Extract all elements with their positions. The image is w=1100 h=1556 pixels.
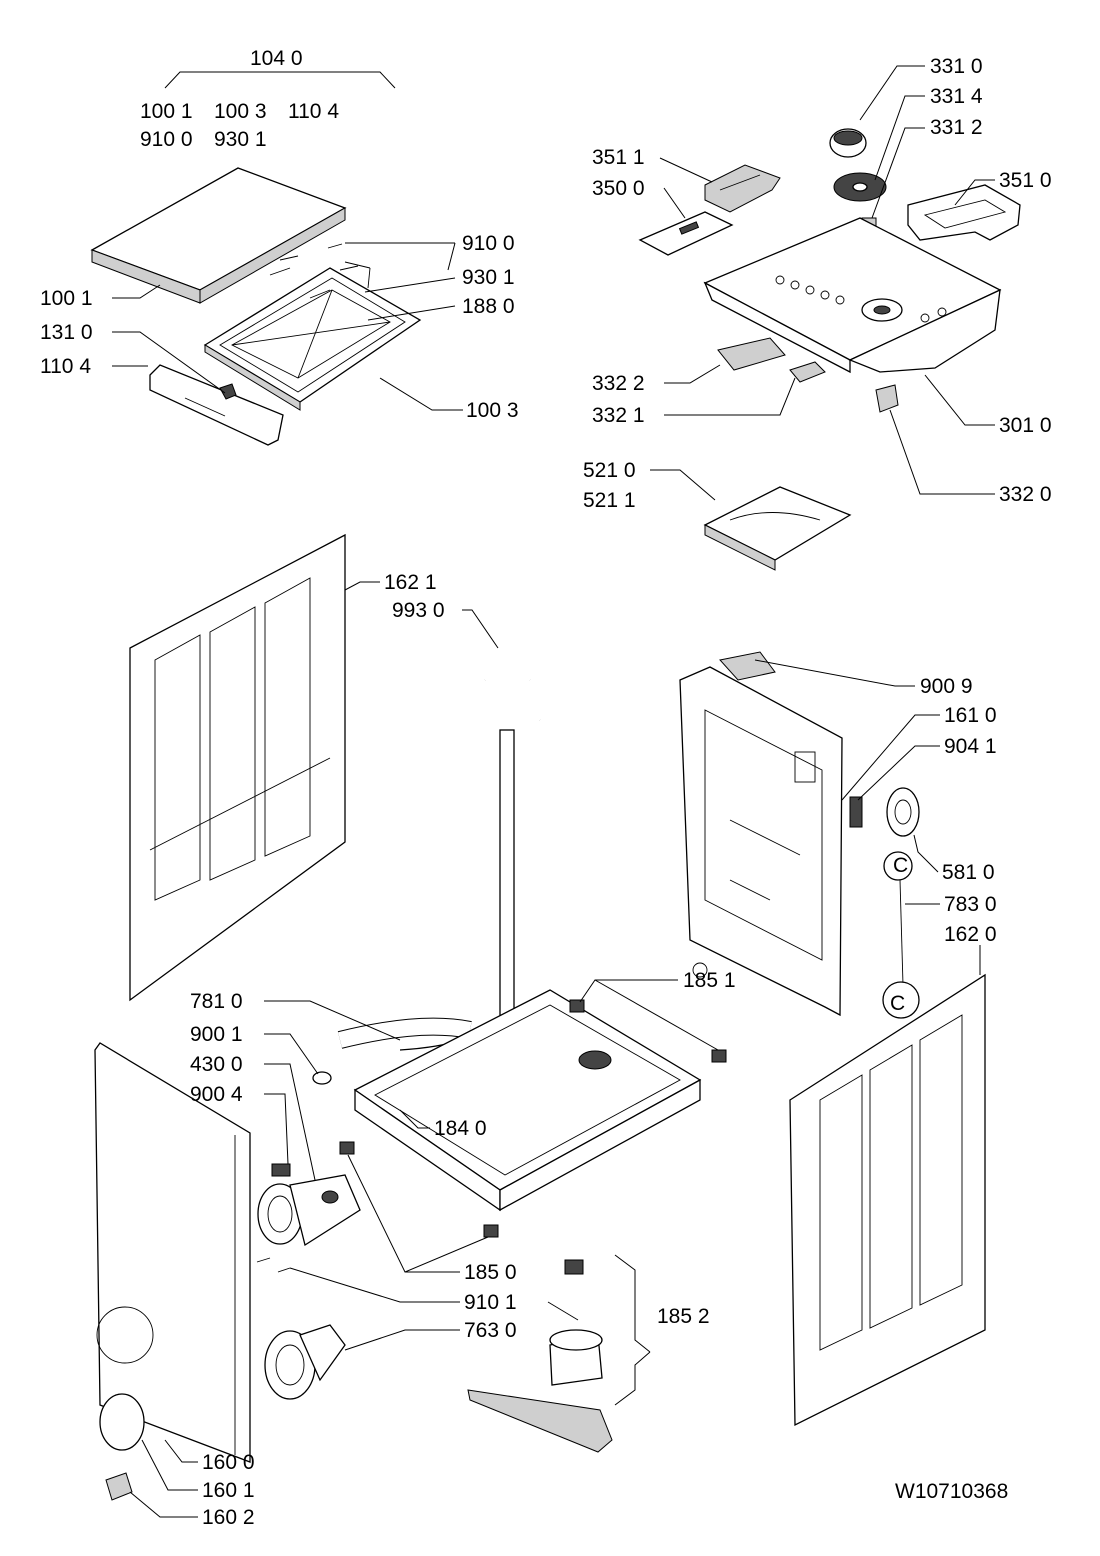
label-110-4: 110 4 [40, 355, 91, 378]
label-331-4: 331 4 [930, 85, 983, 108]
label-331-0: 331 0 [930, 55, 983, 78]
label-160-1: 160 1 [202, 1479, 255, 1502]
button-332-0-part [875, 384, 899, 413]
pcb-part [638, 211, 734, 256]
top-frame-part [203, 267, 422, 411]
front-panel-part [94, 1042, 251, 1463]
label-781-0: 781 0 [190, 990, 243, 1013]
label-910-0: 910 0 [462, 232, 515, 255]
label-904-1: 904 1 [944, 735, 997, 758]
label-351-1: 351 1 [592, 146, 645, 169]
label-521-0: 521 0 [583, 459, 636, 482]
label-331-2: 331 2 [930, 116, 983, 139]
right-side-panel-part [789, 973, 986, 1427]
label-162-1: 162 1 [384, 571, 437, 594]
part-labels: 104 0 100 1 100 3 110 4 910 0 930 1 910 … [40, 47, 1052, 1529]
pump-part [256, 1163, 361, 1273]
left-side-panel-part [129, 533, 346, 1002]
part-904-1 [849, 796, 863, 828]
label-100-1-top: 100 1 [140, 100, 193, 123]
filter-door-part [99, 1393, 145, 1501]
knob-part [829, 128, 867, 158]
label-900-1: 900 1 [190, 1023, 243, 1046]
label-188-0: 188 0 [462, 295, 515, 318]
label-332-1: 332 1 [592, 404, 645, 427]
bracket-351-0-part [907, 184, 1021, 241]
label-160-0: 160 0 [202, 1451, 255, 1474]
hose-part [337, 657, 544, 1051]
label-161-0: 161 0 [944, 704, 997, 727]
label-185-2: 185 2 [657, 1305, 710, 1328]
label-184-0: 184 0 [434, 1117, 487, 1140]
callout-marker-c: C [890, 992, 905, 1015]
label-910-0-top: 910 0 [140, 128, 193, 151]
capacitor-part: C C [882, 787, 920, 1019]
label-185-1: 185 1 [683, 969, 736, 992]
label-162-0: 162 0 [944, 923, 997, 946]
label-930-1: 930 1 [462, 266, 515, 289]
label-301-0: 301 0 [999, 414, 1052, 437]
feet-part [312, 999, 727, 1238]
console-panel-part [703, 217, 1002, 374]
button-332-1-part [789, 361, 826, 383]
label-900-9: 900 9 [920, 675, 973, 698]
label-332-0: 332 0 [999, 483, 1052, 506]
label-185-0: 185 0 [464, 1261, 517, 1284]
drawing-id: W10710368 [895, 1480, 1008, 1503]
label-160-2: 160 2 [202, 1506, 255, 1529]
base-frame-part [353, 989, 702, 1212]
label-430-0: 430 0 [190, 1053, 243, 1076]
label-581-0: 581 0 [942, 861, 995, 884]
label-110-4-top: 110 4 [288, 100, 339, 123]
label-100-1: 100 1 [40, 287, 93, 310]
top-screws-part [269, 243, 371, 299]
label-521-1: 521 1 [583, 489, 636, 512]
label-104-0: 104 0 [250, 47, 303, 70]
top-lid-part [90, 167, 347, 304]
filter-part [264, 1324, 346, 1400]
label-131-0: 131 0 [40, 321, 93, 344]
label-783-0: 783 0 [944, 893, 997, 916]
label-100-3: 100 3 [466, 399, 519, 422]
dispenser-part [703, 486, 852, 571]
label-100-3-top: 100 3 [214, 100, 267, 123]
leader-lines [112, 65, 995, 1518]
bracket-351-1-part [704, 164, 781, 213]
foot-kit-part [467, 1259, 613, 1453]
dial-ring-part [833, 172, 887, 202]
rear-panel-part [679, 666, 843, 1017]
label-350-0: 350 0 [592, 177, 645, 200]
svg-text:C: C [893, 854, 908, 877]
label-910-1: 910 1 [464, 1291, 517, 1314]
label-930-1-top: 930 1 [214, 128, 267, 151]
clip-900-9-part [719, 651, 776, 681]
label-763-0: 763 0 [464, 1319, 517, 1342]
button-holder-part [717, 337, 786, 371]
label-332-2: 332 2 [592, 372, 645, 395]
handle-trim-part [149, 364, 284, 446]
label-351-0: 351 0 [999, 169, 1052, 192]
label-993-0: 993 0 [392, 599, 445, 622]
label-900-4: 900 4 [190, 1083, 243, 1106]
